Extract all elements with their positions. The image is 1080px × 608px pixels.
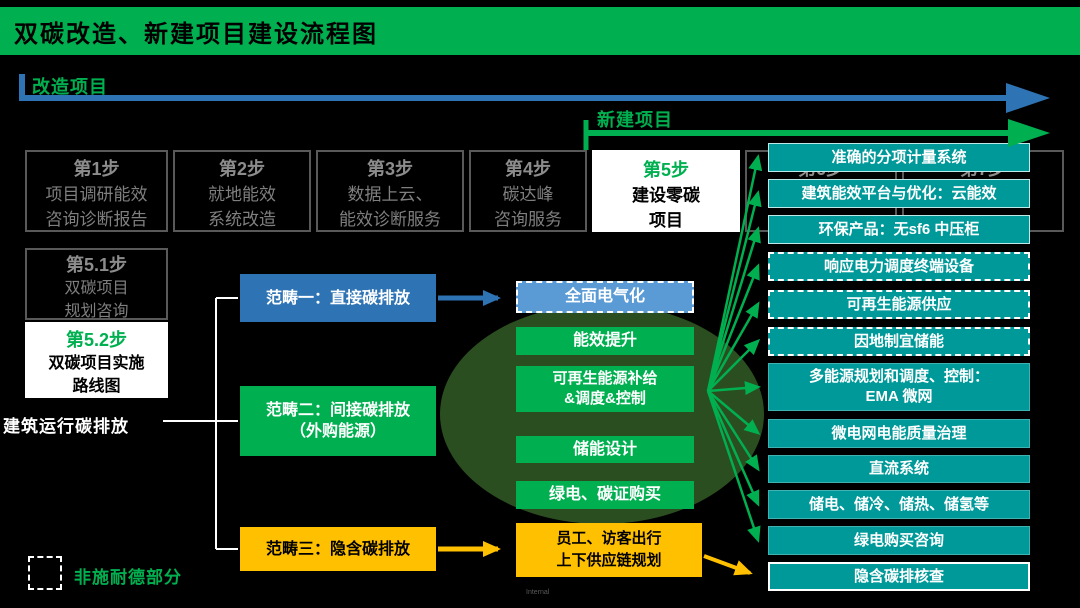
right-item-multi-energy-ema: 多能源规划和调度、控制： EMA 微网: [768, 363, 1030, 411]
step-4-line2: 咨询服务: [494, 210, 562, 229]
storage-design-box: 储能设计: [516, 436, 694, 463]
green-power-purchase-label: 绿电、碳证购买: [548, 486, 661, 503]
step-5-1: 第5.1步 双碳项目 规划咨询: [25, 248, 168, 320]
right-item-eco-products: 环保产品：无sf6 中压柜: [768, 215, 1030, 244]
step-2-line1: 就地能效: [208, 185, 276, 204]
retrofit-timeline-arrow: [19, 74, 1050, 113]
step-5-2-line2: 路线图: [72, 378, 121, 395]
page-title: 双碳改造、新建项目建设流程图: [14, 20, 378, 48]
scope1-direct-emissions: 范畴一：直接碳排放: [240, 274, 436, 322]
step-5-line1: 建设零碳: [632, 186, 700, 205]
energy-platform-label: 建筑能效平台与优化：云能效: [801, 184, 997, 202]
demand-response-terminal-label: 响应电力调度终端设备: [823, 257, 974, 275]
step-5-2: 第5.2步 双碳项目实施 路线图: [25, 322, 168, 398]
metering-system-label: 准确的分项计量系统: [831, 148, 967, 166]
right-item-local-storage: 因地制宜储能: [768, 327, 1030, 356]
scopes-bracket: [163, 297, 238, 550]
local-storage-label: 因地制宜储能: [853, 332, 944, 350]
title-bar: 双碳改造、新建项目建设流程图: [0, 7, 1080, 55]
right-item-green-power-consulting: 绿电购买咨询: [768, 526, 1030, 555]
step-5-number: 第5步: [642, 160, 689, 180]
multi-energy-ema-line1: 多能源规划和调度、控制：: [808, 368, 989, 385]
dc-system-label: 直流系统: [868, 460, 929, 477]
renewable-dispatch-line2: &调度&控制: [564, 390, 646, 407]
scope3-embodied-emissions: 范畴三：隐含碳排放: [240, 527, 436, 571]
renewable-dispatch-line1: 可再生能源补给: [552, 370, 658, 387]
step-2-number: 第2步: [218, 159, 265, 179]
scope1-label: 范畴一：直接碳排放: [265, 289, 410, 307]
step-5-line2: 项目: [649, 211, 683, 230]
right-item-dc-system: 直流系统: [768, 455, 1030, 483]
step-1-line2: 咨询诊断报告: [45, 210, 148, 229]
electrification-label: 全面电气化: [564, 288, 645, 305]
embodied-carbon-audit-label: 隐含碳排核查: [853, 567, 944, 585]
storage-design-label: 储能设计: [572, 440, 637, 458]
step-5-2-number: 第5.2步: [65, 330, 128, 350]
step-4-number: 第4步: [504, 159, 551, 179]
renewable-dispatch-box: 可再生能源补给 &调度&控制: [516, 366, 694, 412]
newbuild-timeline-label: 新建项目: [597, 110, 673, 130]
green-power-purchase-box: 绿电、碳证购买: [516, 481, 694, 509]
microgrid-power-quality-label: 微电网电能质量治理: [831, 424, 967, 442]
step-3-number: 第3步: [366, 159, 413, 179]
scope2-indirect-emissions: 范畴二：间接碳排放 （外购能源）: [240, 386, 436, 456]
step-2-line2: 系统改造: [208, 210, 276, 229]
step-1-line1: 项目调研能效: [45, 185, 148, 204]
internal-watermark: Internal: [526, 589, 550, 596]
right-item-renewable-supply: 可再生能源供应: [768, 290, 1030, 319]
energy-efficiency-label: 能效提升: [572, 332, 637, 349]
step-3-line2: 能效诊断服务: [339, 210, 441, 229]
energy-efficiency-box: 能效提升: [516, 327, 694, 355]
right-item-demand-response-terminal: 响应电力调度终端设备: [768, 252, 1030, 281]
right-item-microgrid-power-quality: 微电网电能质量治理: [768, 419, 1030, 448]
travel-supplychain-line2: 上下供应链规划: [556, 552, 662, 569]
non-schneider-legend-label: 非施耐德部分: [74, 568, 182, 587]
scope2-sublabel: （外购能源）: [289, 423, 386, 440]
step-1: 第1步 项目调研能效 咨询诊断报告: [25, 150, 168, 232]
green-power-consulting-label: 绿电购买咨询: [853, 531, 944, 549]
step-4-line1: 碳达峰: [502, 185, 554, 204]
right-item-embodied-carbon-audit: 隐含碳排核查: [768, 562, 1030, 591]
step-5: 第5步 建设零碳 项目: [592, 150, 740, 232]
step-5-2-line1: 双碳项目实施: [48, 355, 145, 372]
eco-products-label: 环保产品：无sf6 中压柜: [818, 220, 980, 238]
storage-types-label: 储电、储冷、储热、储氢等: [808, 495, 989, 513]
embodied-audit-arrow: [703, 554, 753, 576]
non-schneider-legend-swatch: [28, 556, 62, 590]
right-item-storage-types: 储电、储冷、储热、储氢等: [768, 490, 1030, 519]
right-item-metering-system: 准确的分项计量系统: [768, 143, 1030, 172]
step-5-1-line2: 规划咨询: [64, 303, 129, 320]
electrification-box: 全面电气化: [516, 281, 694, 313]
renewable-supply-label: 可再生能源供应: [846, 295, 952, 313]
step-4: 第4步 碳达峰 咨询服务: [469, 150, 587, 232]
step-5-1-number: 第5.1步: [65, 255, 128, 275]
right-item-energy-platform: 建筑能效平台与优化：云能效: [768, 179, 1030, 208]
scope3-label: 范畴三：隐含碳排放: [265, 540, 410, 558]
step-5-1-line1: 双碳项目: [64, 280, 129, 297]
scope2-label: 范畴二：间接碳排放: [265, 402, 410, 419]
building-operating-emissions-label: 建筑运行碳排放: [3, 417, 129, 436]
step-3: 第3步 数据上云、 能效诊断服务: [316, 150, 464, 232]
multi-energy-ema-line2: EMA 微网: [865, 388, 933, 405]
travel-supplychain-box: 员工、访客出行 上下供应链规划: [516, 523, 702, 577]
step-2: 第2步 就地能效 系统改造: [173, 150, 311, 232]
travel-supplychain-line1: 员工、访客出行: [556, 530, 662, 547]
step-1-number: 第1步: [73, 159, 120, 179]
retrofit-timeline-label: 改造项目: [32, 77, 108, 97]
step-3-line1: 数据上云、: [347, 185, 433, 204]
